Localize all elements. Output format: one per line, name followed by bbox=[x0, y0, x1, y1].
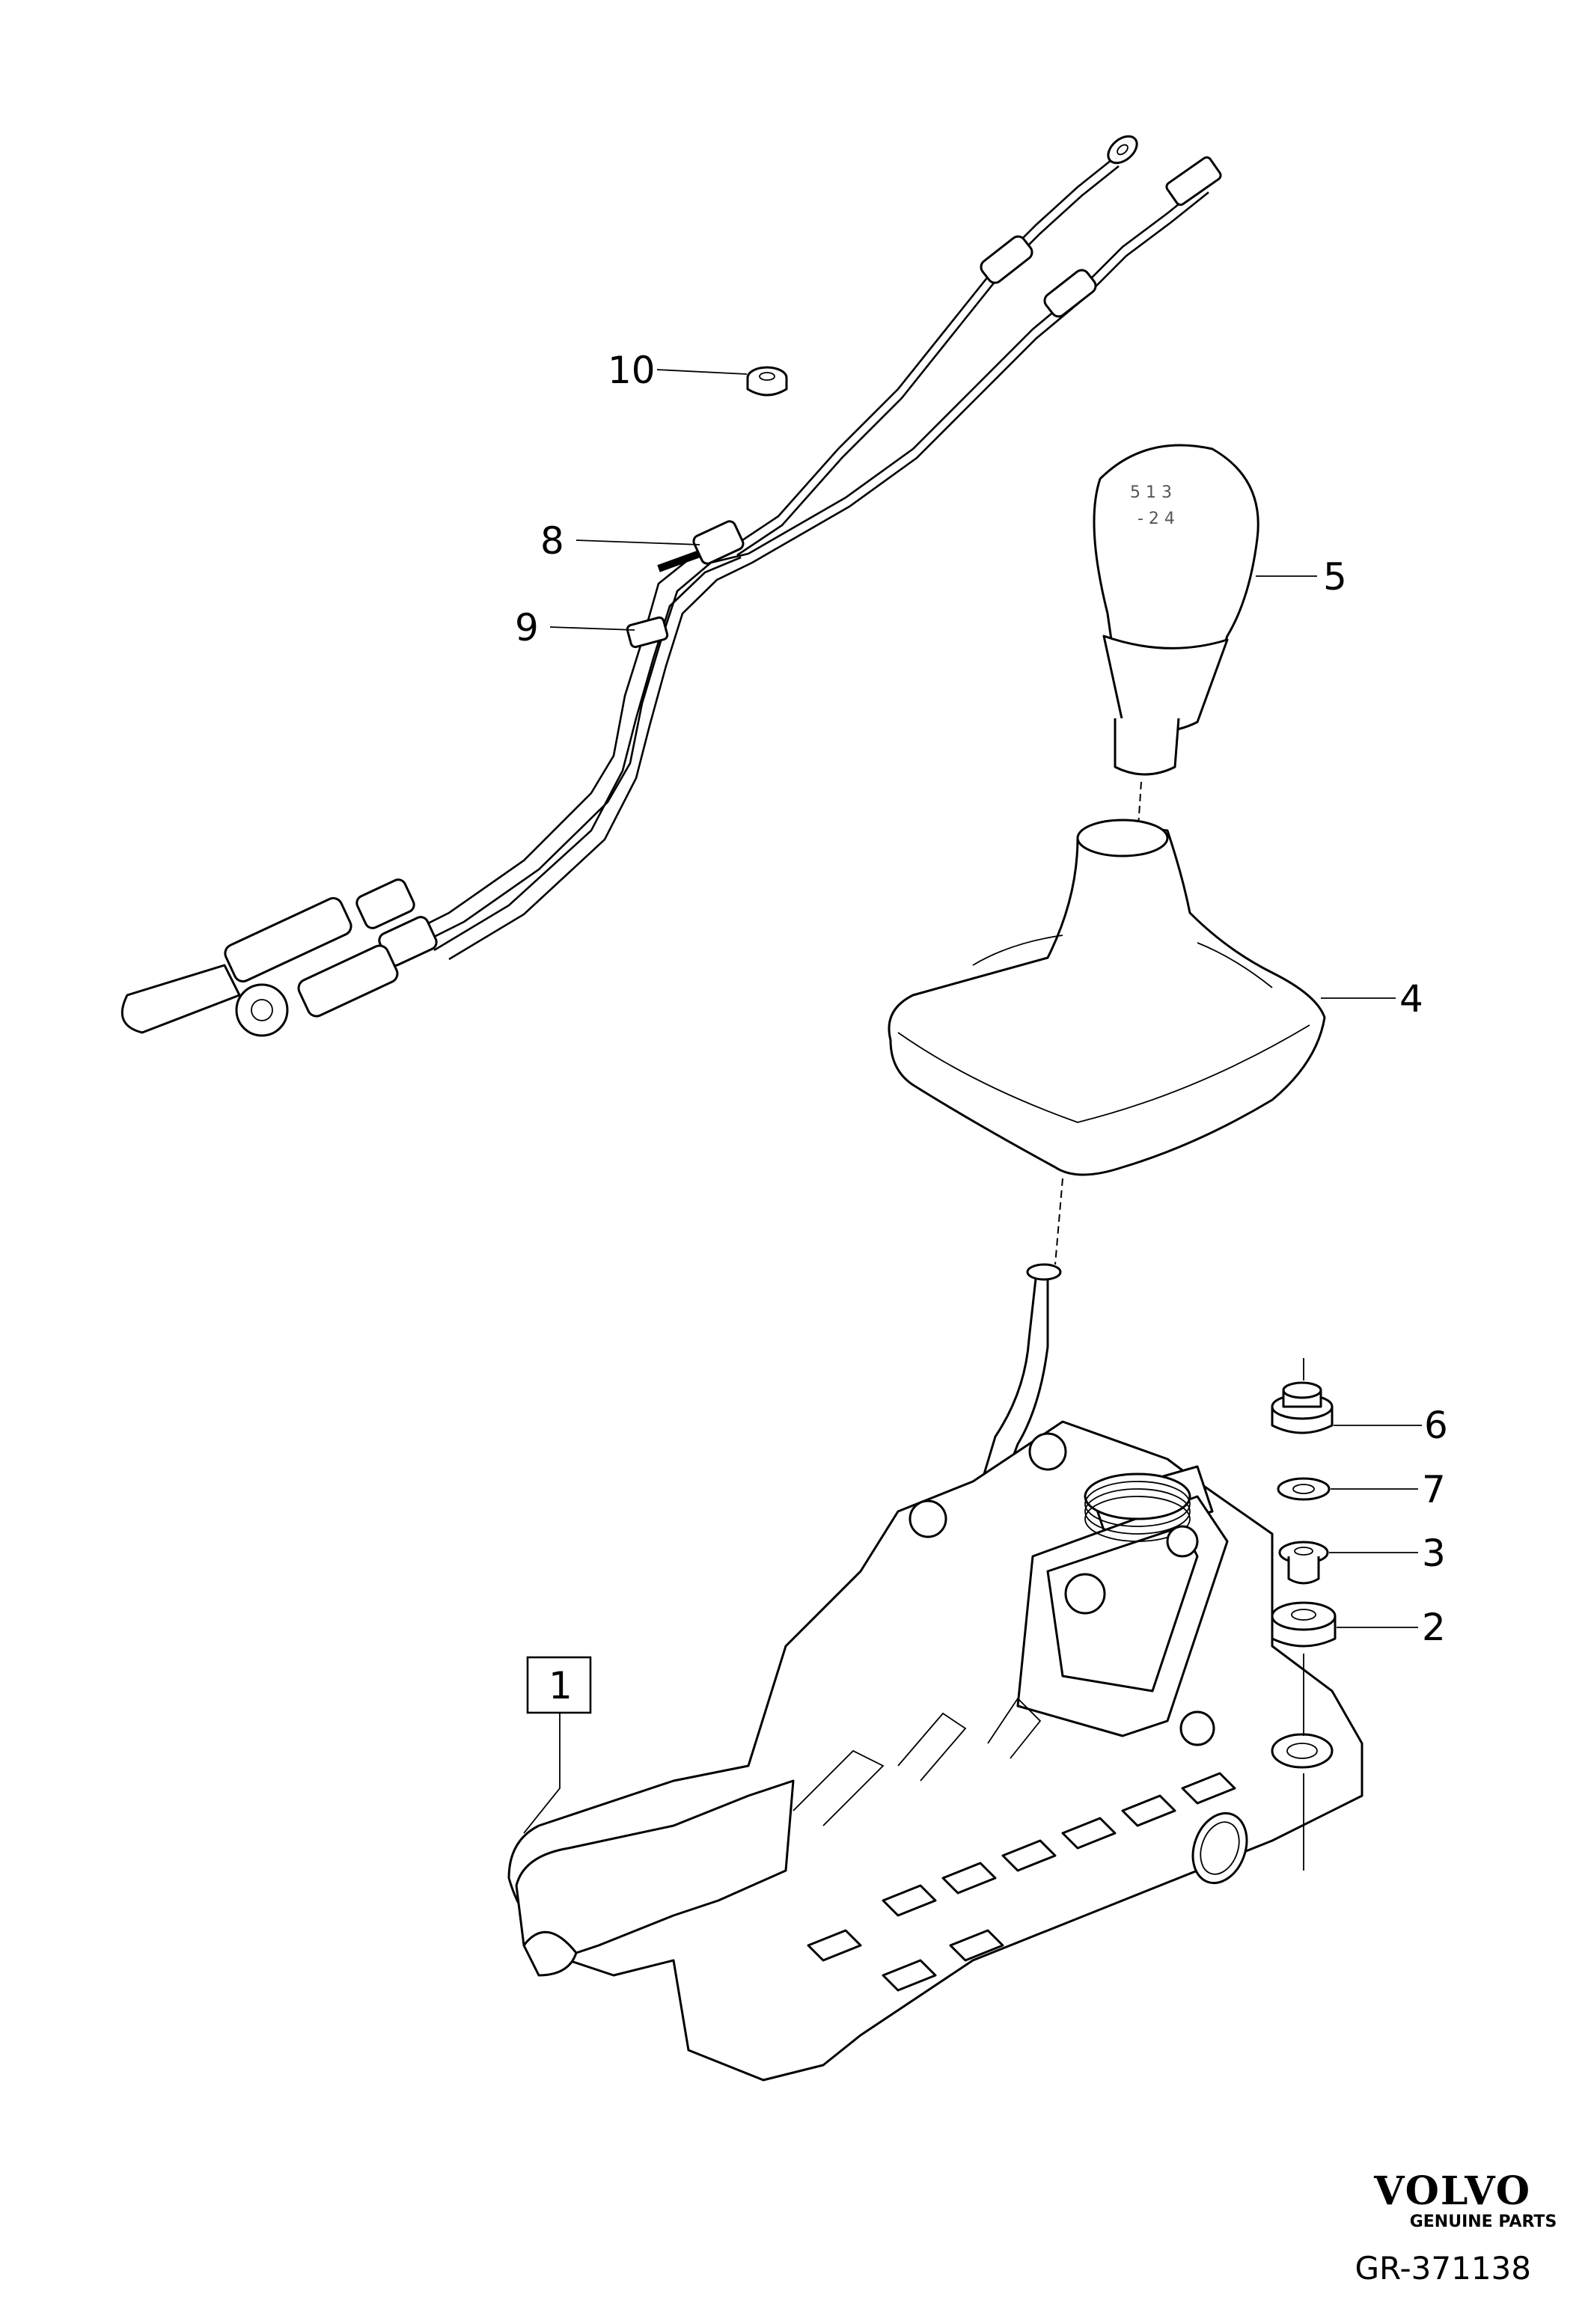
boot-axis-line bbox=[1054, 1178, 1063, 1265]
cable-end-connector-upper bbox=[1043, 156, 1222, 318]
leader-lines bbox=[523, 369, 1422, 1834]
callout-4: 4 bbox=[1399, 977, 1423, 1021]
shifter-housing-1 bbox=[507, 1263, 1364, 2082]
washer-7 bbox=[1277, 1477, 1331, 1501]
base-slots bbox=[807, 1772, 1236, 1992]
callout-3: 3 bbox=[1422, 1532, 1446, 1575]
knob-axis-line bbox=[1137, 781, 1142, 839]
svg-text:4: 4 bbox=[1399, 977, 1423, 1021]
svg-text:2: 2 bbox=[1422, 1606, 1446, 1649]
callout-box bbox=[526, 1656, 592, 1714]
gear-knob-5: 5 1 3 - 2 4 bbox=[1093, 444, 1259, 776]
nut-10 bbox=[746, 366, 788, 397]
callout-8: 8 bbox=[540, 519, 564, 563]
svg-text:9: 9 bbox=[515, 606, 539, 649]
bushing-3 bbox=[1278, 1541, 1329, 1585]
cable-clip-9 bbox=[626, 616, 669, 649]
gear-boot-4 bbox=[888, 819, 1326, 1176]
svg-text:7: 7 bbox=[1422, 1468, 1446, 1511]
gear-cables bbox=[120, 135, 1222, 1037]
return-spring bbox=[1084, 1473, 1191, 1542]
svg-text:10: 10 bbox=[608, 349, 656, 392]
brand-subtitle: GENUINE PARTS bbox=[1410, 2213, 1557, 2231]
callout-1: 1 bbox=[526, 1656, 592, 1714]
svg-text:- 2 4: - 2 4 bbox=[1137, 510, 1175, 528]
flange-nut-6 bbox=[1271, 1381, 1334, 1434]
callout-10: 10 bbox=[608, 349, 656, 392]
svg-text:8: 8 bbox=[540, 519, 564, 563]
cable-end-eyelet-upper bbox=[980, 135, 1138, 284]
callout-7: 7 bbox=[1422, 1468, 1446, 1511]
callout-9: 9 bbox=[515, 606, 539, 649]
brand-name: VOLVO bbox=[1373, 2168, 1531, 2214]
svg-text:3: 3 bbox=[1422, 1532, 1446, 1575]
svg-text:6: 6 bbox=[1424, 1404, 1448, 1447]
callout-6: 6 bbox=[1424, 1404, 1448, 1447]
cable-clamp-8 bbox=[657, 520, 745, 572]
rubber-bushing-2 bbox=[1271, 1601, 1337, 1648]
cable-end-lower bbox=[120, 878, 438, 1037]
figure-id: GR-371138 bbox=[1355, 2250, 1531, 2287]
svg-text:1: 1 bbox=[549, 1664, 572, 1707]
brand-logo: VOLVO GENUINE PARTS bbox=[1373, 2168, 1557, 2231]
svg-text:5 1 3: 5 1 3 bbox=[1130, 483, 1172, 502]
svg-text:5: 5 bbox=[1323, 555, 1347, 599]
callout-2: 2 bbox=[1422, 1606, 1446, 1649]
callout-5: 5 bbox=[1323, 555, 1347, 599]
